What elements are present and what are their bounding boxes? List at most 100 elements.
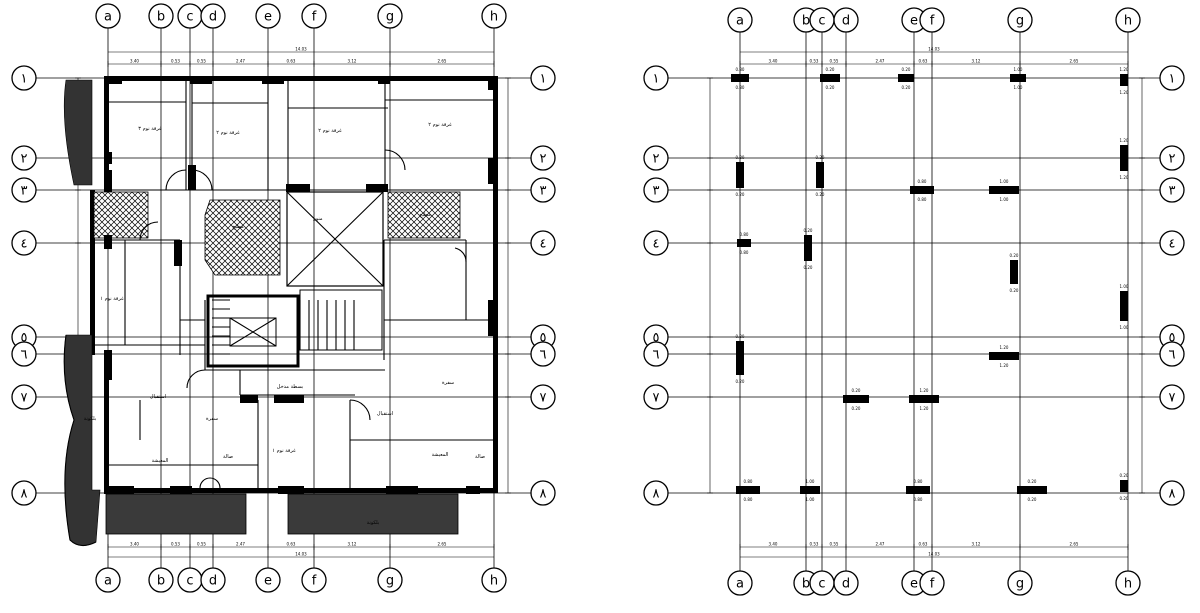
room-label-7: مطبخ	[419, 212, 431, 218]
grid-bubble-right-6: ٦	[530, 341, 556, 367]
column-label-10: 0.80	[740, 250, 749, 255]
grid-bubble-right-2: ٢	[1159, 145, 1185, 171]
grid-bubble-left-5-label: ٥	[21, 331, 28, 346]
grid-bubble-top-a-label: a	[104, 10, 112, 25]
overall-dim-label: 14.03	[295, 552, 307, 557]
dim-label: 2.65	[438, 542, 447, 547]
grid-bubble-left-6: ٦	[643, 341, 669, 367]
dim-label: 2.65	[1070, 542, 1079, 547]
column-label-9: 1.00	[1000, 197, 1009, 202]
room-label-14: المعيشة	[432, 452, 449, 458]
overall-dim-label: 14.03	[928, 552, 940, 557]
grid-bubble-right-4-label: ٤	[540, 237, 547, 252]
column-19	[800, 486, 820, 494]
grid-bubble-bottom-g-label: g	[386, 574, 394, 589]
column-label-1: 0.20	[826, 85, 835, 90]
grid-bubble-top-b-label: b	[802, 14, 810, 29]
column-label-11: 0.20	[804, 265, 813, 270]
column-size-label-12: 0.20	[1010, 253, 1019, 258]
grid-bubble-right-7-label: ٧	[540, 391, 547, 406]
grid-bubble-left-7: ٧	[11, 384, 37, 410]
dim-label: 3.12	[348, 59, 357, 64]
grid-bubble-top-h: h	[481, 3, 507, 29]
grid-bubble-left-7-label: ٧	[21, 391, 28, 406]
grid-bubble-right-8: ٨	[1159, 480, 1185, 506]
grid-bubble-left-3: ٣	[11, 177, 37, 203]
room-label-2: غرفة نوم ٢	[318, 128, 342, 134]
column-size-label-20: 0.80	[914, 479, 923, 484]
grid-bubble-left-2-label: ٢	[653, 152, 660, 167]
column-size-label-14: 1.20	[1000, 345, 1009, 350]
column-size-label-15: 0.20	[736, 334, 745, 339]
grid-bubble-top-d: d	[200, 3, 226, 29]
grid-bubble-bottom-f: f	[919, 570, 945, 596]
grid-bubble-bottom-e: e	[255, 567, 281, 593]
grid-bubble-bottom-c: c	[177, 567, 203, 593]
column-label-19: 1.00	[806, 497, 815, 502]
grid-bubble-bottom-f: f	[301, 567, 327, 593]
column-label-22: 0.20	[1120, 496, 1129, 501]
column-label-3: 1.00	[1014, 85, 1023, 90]
dim-label: 3.12	[972, 542, 981, 547]
grid-bubble-right-7-label: ٧	[1169, 391, 1176, 406]
columns: 0.80 0.80 0.20 0.20 0.20 0.20 1.00 1.00 1.20 1.20…	[731, 67, 1129, 502]
dim-label: 2.47	[236, 59, 245, 64]
column-3	[1010, 74, 1026, 82]
dim-label: 0.63	[287, 59, 296, 64]
dim-label: 3.12	[348, 542, 357, 547]
grid-bubble-top-f: f	[301, 3, 327, 29]
column-size-label-5: 0.20	[736, 155, 745, 160]
column-size-label-0: 0.80	[736, 67, 745, 72]
grid-bubble-right-3-label: ٣	[1169, 184, 1176, 199]
column-size-label-10: 0.80	[740, 232, 749, 237]
grid-bubble-right-2-label: ٢	[1169, 152, 1176, 167]
grid-bubble-right-7: ٧	[530, 384, 556, 410]
grid-bubble-left-1: ١	[643, 65, 669, 91]
grid-bubble-right-3: ٣	[530, 177, 556, 203]
grid-bubble-right-8: ٨	[530, 480, 556, 506]
grid-bubble-bottom-h: h	[1115, 570, 1141, 596]
grid-bubble-top-d-label: d	[842, 14, 850, 29]
column-6	[816, 162, 824, 188]
room-label-0: غرفة نوم ٣	[138, 126, 162, 132]
room-label-15: صالة	[223, 454, 233, 460]
grid-bubble-top-c-label: c	[186, 10, 193, 25]
dim-label: 2.65	[438, 59, 447, 64]
dim-label: 3.40	[769, 542, 778, 547]
grid-bubble-bottom-b-label: b	[802, 577, 810, 592]
grid-bubble-left-6-label: ٦	[653, 348, 660, 363]
grid-bubble-left-3-label: ٣	[653, 184, 660, 199]
room-label-4: غرفة نوم ١	[100, 296, 124, 302]
column-size-label-11: 0.20	[804, 228, 813, 233]
column-size-label-8: 0.80	[918, 179, 927, 184]
grid-bubble-top-e: e	[255, 3, 281, 29]
dim-label: 3.40	[769, 59, 778, 64]
grid-bubble-bottom-b: b	[148, 567, 174, 593]
grid-bubble-top-f-label: f	[312, 10, 317, 25]
grid-bubble-left-7-label: ٧	[653, 391, 660, 406]
grid-bubble-right-1: ١	[1159, 65, 1185, 91]
grid-bubble-left-2: ٢	[643, 145, 669, 171]
column-size-label-1: 0.20	[826, 67, 835, 72]
dim-label: 3.40	[130, 542, 139, 547]
room-label-12: غرفة نوم ١	[272, 448, 296, 454]
column-10	[737, 239, 751, 247]
room-label-11: سفرة	[442, 380, 454, 386]
grid-bubble-bottom-a: a	[727, 570, 753, 596]
dim-label: 0.55	[830, 59, 839, 64]
column-label-17: 1.20	[920, 406, 929, 411]
column-16	[843, 395, 869, 403]
column-18	[736, 486, 760, 494]
grid-bubble-top-b: b	[148, 3, 174, 29]
dim-label: 0.63	[919, 542, 928, 547]
grid-bubble-left-7: ٧	[643, 384, 669, 410]
column-20	[906, 486, 930, 494]
room-label-13: المعيشة	[152, 458, 169, 464]
interior-walls	[95, 81, 493, 488]
column-9	[989, 186, 1019, 194]
grid-bubble-bottom-e-label: e	[264, 574, 272, 589]
